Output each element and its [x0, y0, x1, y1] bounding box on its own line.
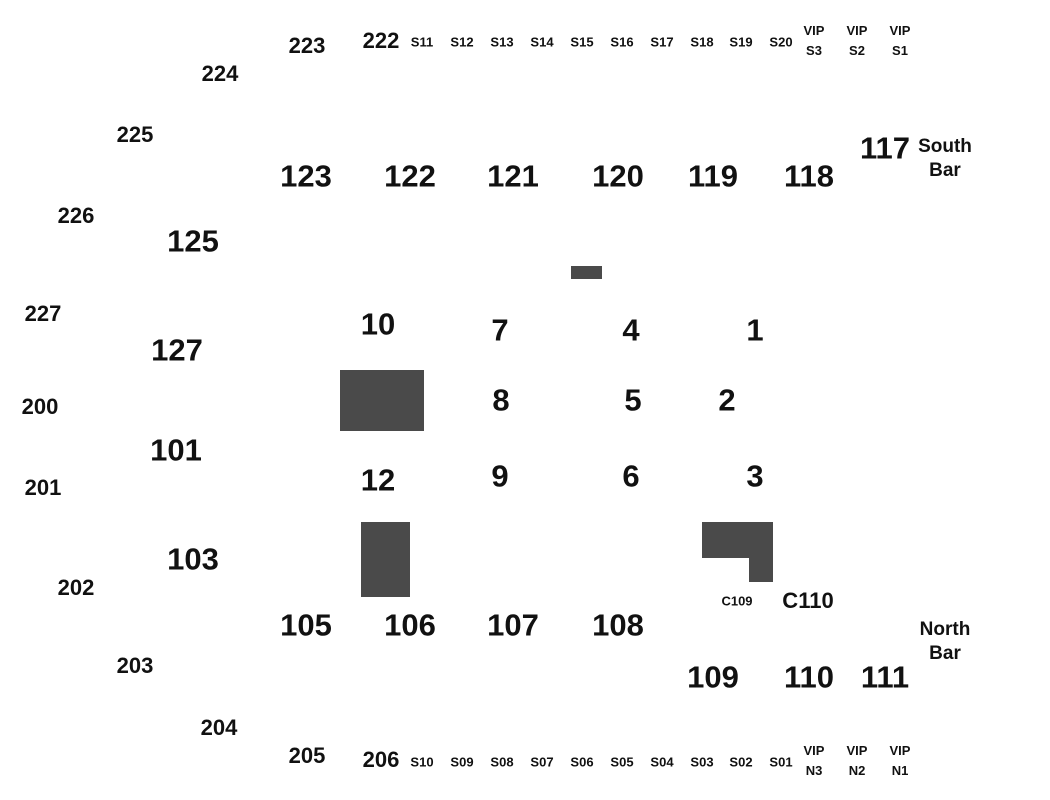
- floor-block-left: [361, 522, 410, 597]
- suite-s06[interactable]: S06: [570, 754, 594, 770]
- suite-s07[interactable]: S07: [530, 754, 554, 770]
- suite-s15[interactable]: S15: [570, 34, 594, 50]
- vip-s3-line2: S3: [806, 43, 822, 58]
- floor-section-6[interactable]: 6: [622, 458, 640, 494]
- suite-s08[interactable]: S08: [490, 754, 514, 770]
- section-227[interactable]: 227: [24, 301, 62, 326]
- section-121[interactable]: 121: [487, 158, 539, 194]
- floor-section-12[interactable]: 12: [360, 462, 396, 498]
- courtside-c110[interactable]: C110: [782, 588, 834, 613]
- floor-section-7[interactable]: 7: [491, 312, 509, 348]
- vip-s1[interactable]: VIP S1: [890, 21, 911, 61]
- suite-s13[interactable]: S13: [490, 34, 514, 50]
- vip-n2-line2: N2: [848, 763, 866, 778]
- vip-s2-line1: VIP: [846, 23, 868, 38]
- vip-n2[interactable]: VIP N2: [847, 741, 868, 781]
- section-204[interactable]: 204: [200, 715, 238, 740]
- section-225[interactable]: 225: [116, 122, 154, 147]
- floor-section-4[interactable]: 4: [622, 312, 640, 348]
- vip-s2[interactable]: VIP S2: [847, 21, 868, 61]
- vip-n1[interactable]: VIP N1: [890, 741, 911, 781]
- section-201[interactable]: 201: [24, 475, 62, 500]
- section-110[interactable]: 110: [783, 659, 835, 695]
- section-226[interactable]: 226: [57, 203, 95, 228]
- suite-s04[interactable]: S04: [650, 754, 674, 770]
- floor-section-9[interactable]: 9: [491, 458, 509, 494]
- section-120[interactable]: 120: [592, 158, 644, 194]
- suite-s16[interactable]: S16: [610, 34, 634, 50]
- vip-n2-line1: VIP: [846, 743, 868, 758]
- floor-section-3[interactable]: 3: [746, 458, 764, 494]
- vip-s3-line1: VIP: [803, 23, 825, 38]
- section-119[interactable]: 119: [687, 158, 739, 194]
- vip-n1-line1: VIP: [889, 743, 911, 758]
- north-bar[interactable]: North Bar: [920, 618, 971, 666]
- vip-n1-line2: N1: [891, 763, 909, 778]
- suite-s14[interactable]: S14: [530, 34, 554, 50]
- vip-s1-line2: S1: [892, 43, 908, 58]
- section-223[interactable]: 223: [288, 33, 326, 58]
- section-109[interactable]: 109: [687, 659, 739, 695]
- suite-s12[interactable]: S12: [450, 34, 474, 50]
- suite-s01[interactable]: S01: [769, 754, 793, 770]
- north-bar-line1: North: [919, 619, 971, 640]
- section-118[interactable]: 118: [783, 158, 835, 194]
- courtside-c109[interactable]: C109: [721, 593, 753, 609]
- section-107[interactable]: 107: [487, 607, 539, 643]
- section-122[interactable]: 122: [384, 158, 436, 194]
- suite-s19[interactable]: S19: [729, 34, 753, 50]
- suite-s09[interactable]: S09: [450, 754, 474, 770]
- section-108[interactable]: 108: [592, 607, 644, 643]
- suite-s05[interactable]: S05: [610, 754, 634, 770]
- section-202[interactable]: 202: [57, 575, 95, 600]
- floor-section-10[interactable]: 10: [360, 306, 396, 342]
- suite-s03[interactable]: S03: [690, 754, 714, 770]
- vip-n3-line1: VIP: [803, 743, 825, 758]
- section-222[interactable]: 222: [362, 28, 400, 53]
- south-bar-line1: South: [918, 136, 972, 157]
- vip-n3[interactable]: VIP N3: [804, 741, 825, 781]
- section-101[interactable]: 101: [150, 432, 202, 468]
- section-203[interactable]: 203: [116, 653, 154, 678]
- floor-section-1[interactable]: 1: [746, 312, 764, 348]
- section-200[interactable]: 200: [21, 394, 59, 419]
- suite-s11[interactable]: S11: [410, 34, 434, 50]
- floor-section-8[interactable]: 8: [492, 382, 510, 418]
- suite-s02[interactable]: S02: [729, 754, 753, 770]
- south-bar[interactable]: South Bar: [918, 135, 972, 183]
- stage-block: [340, 370, 424, 431]
- vip-s3[interactable]: VIP S3: [804, 21, 825, 61]
- floor-block-right: [702, 522, 773, 582]
- suite-s20[interactable]: S20: [769, 34, 793, 50]
- north-bar-line2: Bar: [929, 643, 961, 664]
- section-205[interactable]: 205: [288, 743, 326, 768]
- section-125[interactable]: 125: [167, 223, 219, 259]
- section-123[interactable]: 123: [280, 158, 332, 194]
- suite-s18[interactable]: S18: [690, 34, 714, 50]
- section-103[interactable]: 103: [167, 541, 219, 577]
- section-111[interactable]: 111: [860, 659, 910, 695]
- suite-s10[interactable]: S10: [410, 754, 434, 770]
- section-206[interactable]: 206: [362, 747, 400, 772]
- section-106[interactable]: 106: [384, 607, 436, 643]
- south-bar-line2: Bar: [929, 160, 961, 181]
- vip-s2-line2: S2: [849, 43, 865, 58]
- section-117[interactable]: 117: [859, 130, 911, 166]
- small-stage-block: [571, 266, 602, 279]
- suite-s17[interactable]: S17: [650, 34, 674, 50]
- floor-section-2[interactable]: 2: [718, 382, 736, 418]
- vip-n3-line2: N3: [805, 763, 823, 778]
- floor-section-5[interactable]: 5: [624, 382, 642, 418]
- vip-s1-line1: VIP: [889, 23, 911, 38]
- section-224[interactable]: 224: [201, 61, 239, 86]
- section-105[interactable]: 105: [280, 607, 332, 643]
- section-127[interactable]: 127: [151, 332, 203, 368]
